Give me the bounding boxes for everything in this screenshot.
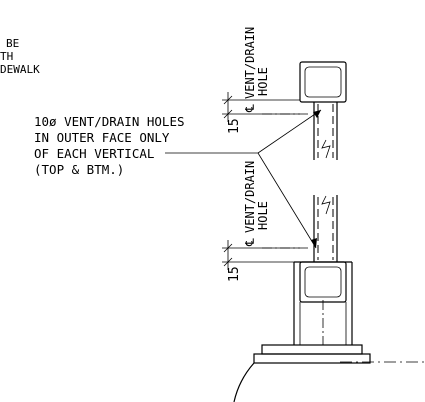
top-break-symbol [321,139,331,159]
leader-to-bottom-hole [257,152,317,249]
bottom-dimension-value: 15 [227,266,242,282]
bottom-rail-outer [299,261,347,303]
top-dimension-value: 15 [227,118,242,134]
callout-line-3: OF EACH VERTICAL [34,146,154,161]
leader-arrowhead-top [313,110,321,118]
bottom-dim-tick-2 [223,257,233,267]
callout-note: 10ø VENT/DRAIN HOLES IN OUTER FACE ONLY … [34,114,185,177]
left-note-line-1: BE [6,37,19,50]
top-vent-label-line1: VENT/DRAIN [243,27,257,99]
top-rail-inner [304,66,342,98]
top-dim-tick-2 [223,109,233,119]
bottom-rail-inner [304,266,342,298]
top-dim-tick-1 [223,95,233,105]
callout-line-2: IN OUTER FACE ONLY [34,130,170,145]
left-note-line-3: DEWALK [0,63,40,76]
foundation-edge [233,362,255,402]
top-vent-label-line2: HOLE [256,67,270,96]
callout-line-1: 10ø VENT/DRAIN HOLES [34,114,185,129]
top-detail: 15 ℄ VENT/DRAIN HOLE [222,27,347,160]
bottom-dim-tick-1 [223,243,233,253]
base-plate-bottom [253,353,371,364]
callout-line-4: (TOP & BTM.) [34,162,124,177]
bottom-vent-label-line2: HOLE [256,201,270,230]
bottom-detail: 15 ℄ VENT/DRAIN HOLE [222,161,425,402]
left-note: BE TH DEWALK [0,37,40,76]
bottom-vent-label-line1: VENT/DRAIN [243,161,257,233]
bottom-centerline-symbol: ℄ [243,238,257,247]
bottom-break-symbol [321,195,331,215]
leader-to-top-hole [257,109,322,154]
top-rail-outer [299,61,347,103]
top-centerline-symbol: ℄ [243,104,257,113]
leader-lines [165,109,322,249]
base-plate-top [261,344,363,355]
left-note-line-2: TH [0,50,13,63]
